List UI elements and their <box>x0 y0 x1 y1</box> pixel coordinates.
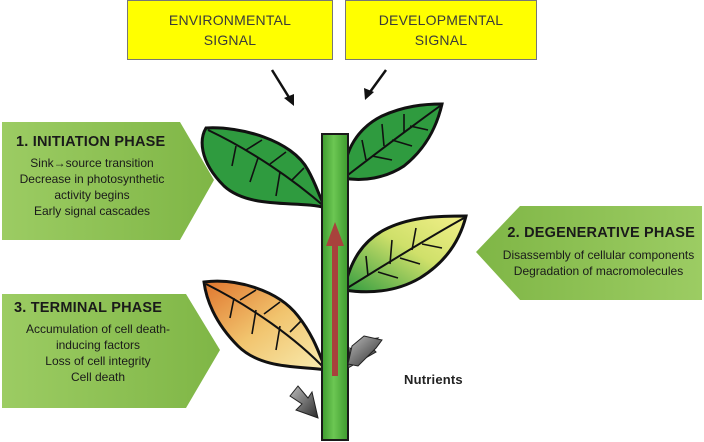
developmental-signal-box: DEVELOPMENTAL SIGNAL <box>345 0 537 60</box>
lower-left-senescent-leaf <box>202 279 329 372</box>
upper-left-green-leaf <box>200 126 330 211</box>
terminal-phase-line: Accumulation of cell death- <box>25 322 171 336</box>
nutrient-flow-arrow-upper <box>347 335 383 369</box>
terminal-phase-line: inducing factors <box>55 338 141 352</box>
degenerative-phase-title: 2. DEGENERATIVE PHASE <box>507 225 695 241</box>
environmental-signal-label: ENVIRONMENTAL SIGNAL <box>168 12 292 48</box>
nutrient-transport-arrow <box>326 222 344 376</box>
initiation-phase-panel <box>2 122 214 240</box>
environmental-signal-box: ENVIRONMENTAL SIGNAL <box>127 0 333 60</box>
terminal-phase-line: Cell death <box>70 370 126 384</box>
terminal-phase-text: 3. TERMINAL PHASE Accumulation of cell d… <box>8 300 188 385</box>
right-yellowing-leaf <box>342 214 468 294</box>
terminal-phase-panel <box>2 294 220 408</box>
nutrient-flow-arrow-lower <box>289 385 319 419</box>
initiation-phase-line: activity begins <box>54 188 130 202</box>
degenerative-phase-line: Degradation of macromolecules <box>513 264 684 278</box>
degenerative-phase-line: Disassembly of cellular components <box>502 248 695 262</box>
signal-arrows <box>270 69 388 106</box>
initiation-phase-text: 1. INITIATION PHASE Sink→source transiti… <box>8 134 176 219</box>
initiation-phase-line: Sink→source transition <box>30 156 154 170</box>
initiation-phase-line: Decrease in photosynthetic <box>19 172 165 186</box>
developmental-signal-label: DEVELOPMENTAL SIGNAL <box>378 12 504 48</box>
initiation-phase-line: Early signal cascades <box>33 204 151 218</box>
nutrients-label: Nutrients <box>404 372 463 387</box>
initiation-phase-title: 1. INITIATION PHASE <box>16 134 166 150</box>
degenerative-phase-panel <box>476 206 702 300</box>
terminal-phase-title: 3. TERMINAL PHASE <box>14 300 163 316</box>
degenerative-phase-text: 2. DEGENERATIVE PHASE Disassembly of cel… <box>496 225 701 279</box>
terminal-phase-line: Loss of cell integrity <box>45 354 151 368</box>
upper-right-green-leaf <box>342 102 444 181</box>
